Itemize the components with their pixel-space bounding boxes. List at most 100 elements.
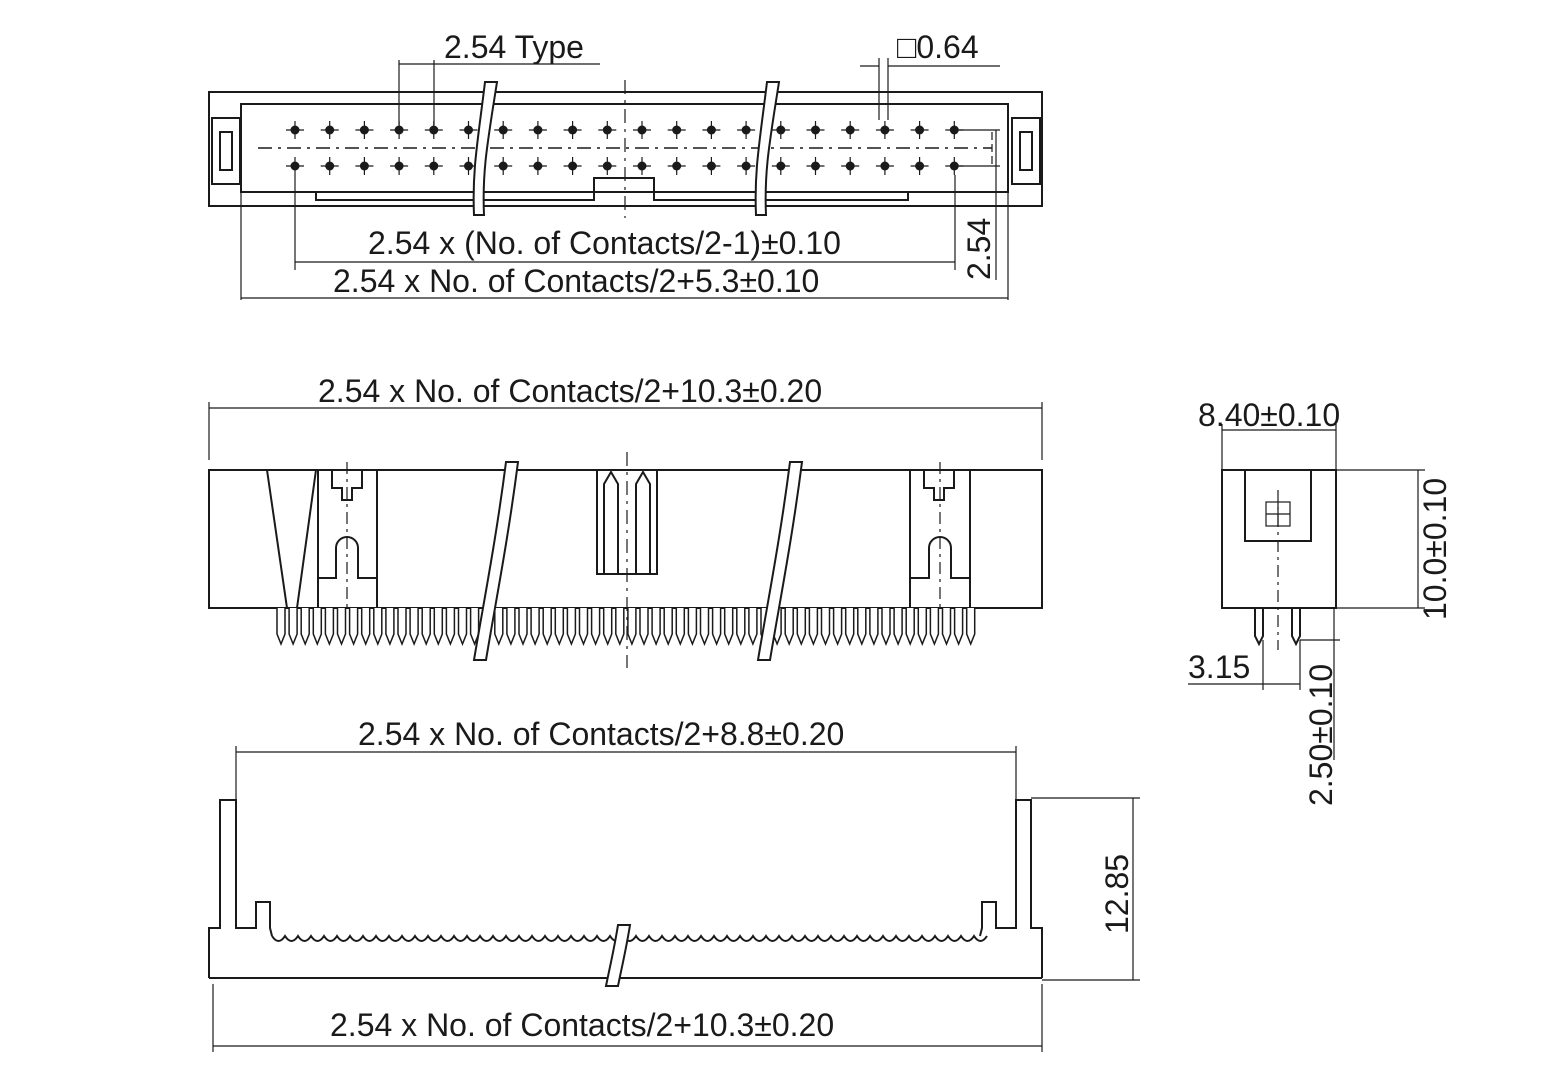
pin-dot — [637, 125, 647, 135]
pin-dot — [672, 161, 682, 171]
front-pin — [276, 608, 286, 647]
pin-dot — [602, 125, 612, 135]
pin-dot — [602, 161, 612, 171]
break-line — [756, 461, 804, 661]
top-pin-array — [286, 121, 964, 175]
front-pin — [324, 608, 335, 647]
front-pin — [518, 608, 528, 647]
front-pin — [711, 608, 722, 647]
bottom-inner-length-label: 2.54 x No. of Contacts/2+8.8±0.20 — [358, 716, 844, 752]
pin-dot — [498, 125, 508, 135]
pin-dot — [359, 125, 369, 135]
inner-length-label: 2.54 x No. of Contacts/2+5.3±0.10 — [333, 263, 819, 299]
pin-dot — [568, 161, 578, 171]
pin-dot — [915, 125, 925, 135]
front-pin — [699, 608, 710, 647]
pin-dot — [533, 125, 543, 135]
pin-dot — [394, 161, 404, 171]
front-pin — [736, 608, 746, 647]
front-pin — [590, 608, 601, 647]
wavy-edge — [271, 934, 988, 942]
front-pin — [651, 608, 661, 647]
pin-dot — [949, 125, 959, 135]
front-pin — [808, 608, 819, 647]
pin-dot — [672, 125, 682, 135]
front-pin-array — [276, 608, 976, 647]
front-pin — [348, 608, 359, 647]
front-pin — [300, 608, 310, 647]
pin-offset-label: 3.15 — [1188, 649, 1250, 685]
pin-dot — [845, 125, 855, 135]
front-pin — [469, 608, 480, 647]
pin-dot — [811, 161, 820, 171]
pin-dot — [359, 161, 369, 171]
front-pin — [457, 608, 468, 647]
front-pin — [288, 608, 298, 647]
front-pin — [397, 608, 407, 647]
pin-dot — [776, 161, 786, 171]
front-pin — [748, 608, 758, 647]
front-pin — [639, 608, 649, 647]
pin-dot — [706, 161, 716, 171]
front-pin — [796, 608, 807, 647]
front-pin — [832, 608, 843, 647]
pin-dot — [464, 161, 473, 171]
bottom-height-label: 12.85 — [1099, 854, 1135, 934]
front-pin — [965, 608, 976, 647]
front-pin — [627, 608, 637, 647]
front-pin — [336, 608, 347, 647]
front-pin — [506, 608, 516, 647]
front-pin — [687, 608, 698, 647]
front-pin — [723, 608, 734, 647]
front-pin — [929, 608, 940, 647]
front-pin — [566, 608, 577, 647]
top-view: 2.54 Type □0.64 2.54 x (No. of Contacts/… — [208, 29, 1043, 300]
pin-dot — [394, 125, 404, 135]
pin-dot — [498, 161, 508, 171]
pin-dot — [429, 161, 439, 171]
front-pin — [373, 608, 383, 647]
pin-dot — [811, 125, 820, 135]
front-pin — [602, 608, 613, 647]
pin-dot — [741, 161, 751, 171]
pin-length-label: 2.50±0.10 — [1303, 664, 1339, 806]
front-pin — [409, 608, 419, 647]
pin-dot — [949, 161, 959, 171]
front-pin — [953, 608, 964, 647]
break-line — [604, 924, 632, 987]
pitch-type-label: 2.54 Type — [444, 29, 584, 65]
front-pin — [615, 608, 625, 647]
pin-dot — [741, 125, 751, 135]
pin-dot — [290, 125, 300, 135]
front-pin — [941, 608, 952, 647]
front-pin — [869, 608, 879, 647]
pin-dot — [464, 125, 473, 135]
break-line — [472, 461, 520, 661]
front-pin — [857, 608, 867, 647]
break-line — [472, 81, 499, 216]
pin-dot — [880, 125, 890, 135]
pin-dot — [325, 125, 335, 135]
pin-span-label: 2.54 x (No. of Contacts/2-1)±0.10 — [368, 225, 841, 261]
front-pin — [893, 608, 903, 647]
front-pin — [433, 608, 444, 647]
row-spacing-label: 2.54 — [961, 218, 997, 280]
front-pin — [917, 608, 928, 647]
pin-dot — [290, 161, 300, 171]
pin-dot — [429, 125, 439, 135]
pin-square-label: □0.64 — [897, 29, 979, 65]
front-pin — [881, 608, 891, 647]
side-view: 8.40±0.10 10.0±0.10 3.15 2.50±0.10 — [1188, 397, 1453, 806]
side-height-label: 10.0±0.10 — [1417, 478, 1453, 620]
break-line — [754, 81, 781, 216]
front-pin — [663, 608, 673, 647]
pin-dot — [637, 161, 647, 171]
front-pin — [578, 608, 589, 647]
front-pin — [820, 608, 831, 647]
front-pin — [312, 608, 323, 647]
pin-dot — [776, 125, 786, 135]
front-pin — [784, 608, 794, 647]
front-pin — [844, 608, 855, 647]
front-pin — [360, 608, 371, 647]
